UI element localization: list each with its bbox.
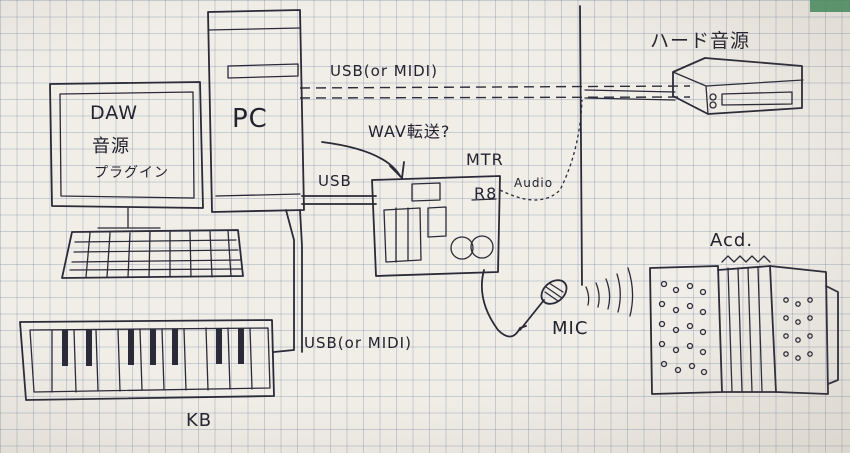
mic-cable — [481, 269, 527, 338]
usb-top-label: USB(or MIDI) — [330, 62, 438, 80]
usb-top-link — [299, 5, 691, 286]
daw-label: DAW — [90, 102, 139, 124]
pc-tower — [207, 9, 305, 213]
mtr-r8 — [371, 175, 501, 277]
kb-label: KB — [186, 410, 213, 431]
sound-waves — [585, 267, 634, 317]
typing-keyboard — [61, 229, 244, 279]
audio-label: Audio — [514, 176, 554, 190]
plugin-label: プラグイン — [94, 165, 169, 181]
usb-pc-kb — [273, 209, 303, 353]
mtr-label: MTR — [466, 150, 504, 169]
pc-label: PC — [232, 104, 268, 134]
audio-link — [499, 99, 583, 201]
hard-sound-source-label: ハード音源 — [650, 30, 751, 52]
sound-source-label: 音源 — [92, 136, 130, 157]
usb-mid-label: USB — [318, 172, 352, 190]
r8-label: R8 — [474, 184, 498, 203]
wav-arrow — [321, 141, 405, 179]
accordion — [649, 255, 839, 395]
microphone — [519, 279, 568, 331]
kb-keyboard — [19, 319, 275, 401]
hard-synth — [584, 57, 804, 115]
monitor — [49, 81, 204, 229]
wav-transfer-label: WAV転送? — [368, 122, 451, 141]
acd-label: Acd. — [710, 230, 754, 251]
mic-label: MIC — [552, 318, 589, 339]
usb-pc-mtr — [301, 195, 377, 205]
corner-tab — [810, 0, 850, 12]
usb-bottom-label: USB(or MIDI) — [304, 334, 412, 352]
